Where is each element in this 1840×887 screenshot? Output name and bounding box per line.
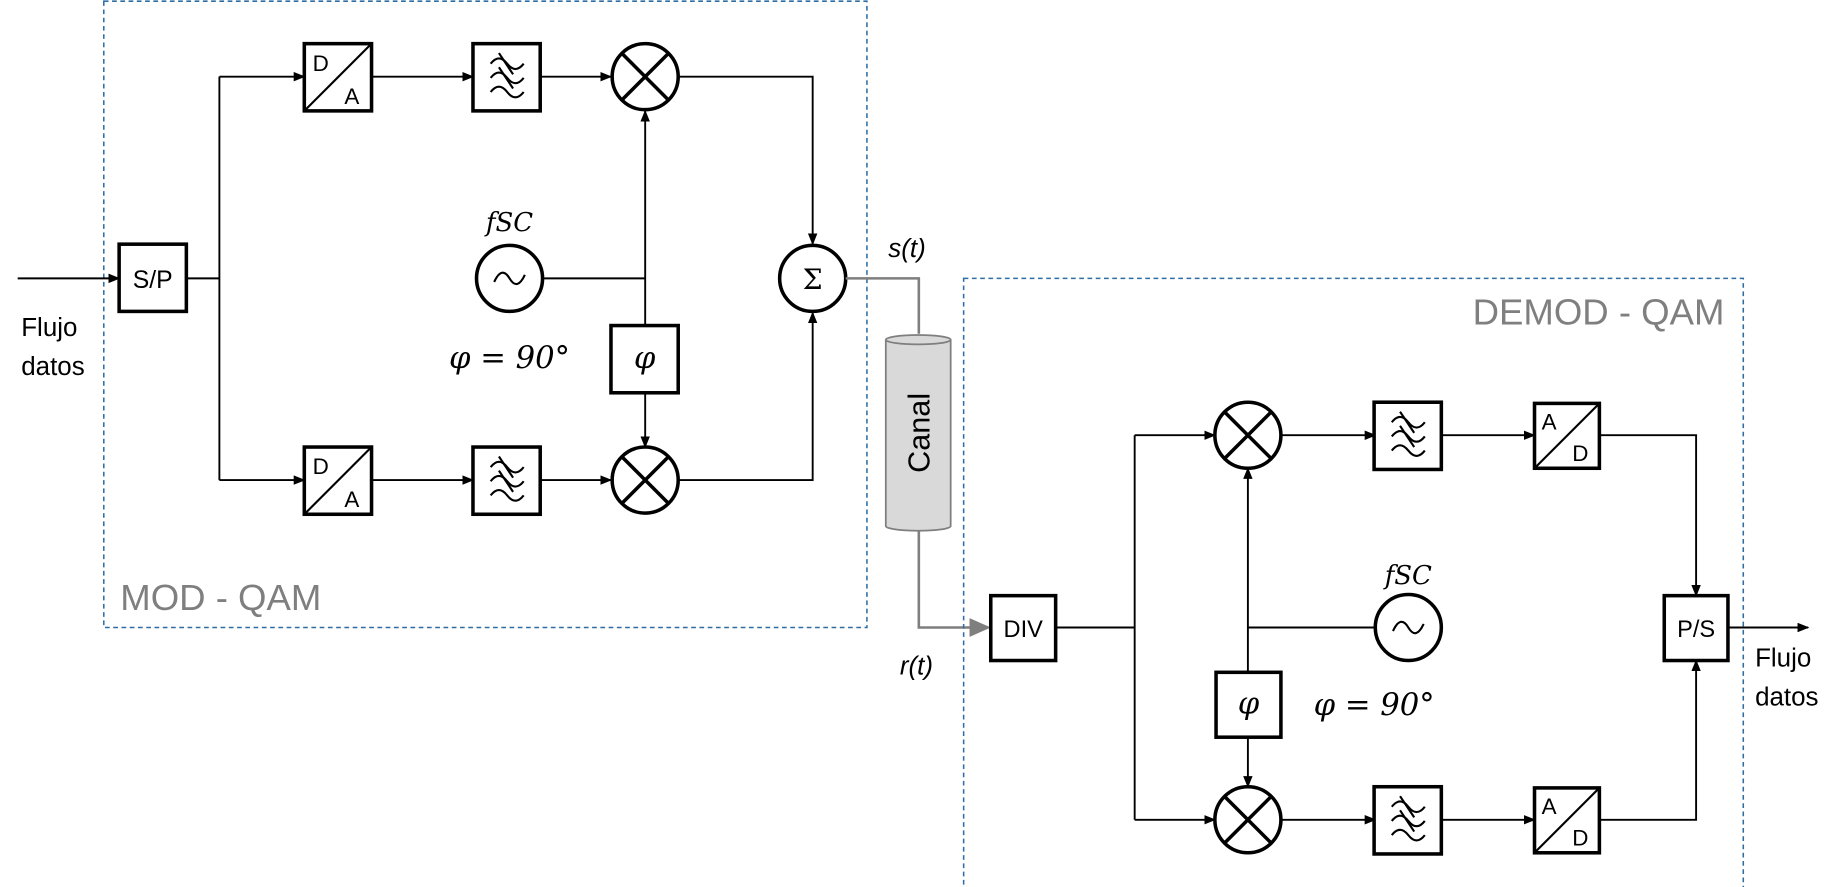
rt-label: r(t) <box>900 653 933 681</box>
mixer-top-icon <box>610 41 680 112</box>
svg-text:D: D <box>313 454 329 479</box>
div-block: DIV <box>989 593 1058 663</box>
svg-text:φ: φ <box>634 341 656 376</box>
ad-converter-bottom: A D <box>1532 786 1602 855</box>
svg-text:P/S: P/S <box>1677 616 1715 642</box>
channel-label: Canal <box>902 393 936 473</box>
wire <box>1599 659 1701 821</box>
svg-text:A: A <box>1542 794 1557 819</box>
input-label-line1: Flujo <box>21 314 77 342</box>
lowpass-filter-icon <box>1372 784 1444 856</box>
lowpass-filter-icon <box>471 41 542 113</box>
svg-text:A: A <box>1542 409 1557 434</box>
oscillator-icon <box>474 243 545 314</box>
svg-text:Σ: Σ <box>803 263 823 296</box>
split-wires <box>186 76 221 481</box>
demod-mixer-bottom-icon <box>1213 784 1283 855</box>
demod-phase-equation: φ = 90° <box>1314 688 1435 723</box>
mod-qam-group <box>103 0 868 629</box>
demod-phase-shifter-block: φ <box>1214 670 1283 739</box>
svg-text:DIV: DIV <box>1004 616 1044 642</box>
ad-converter-top: A D <box>1532 401 1602 471</box>
demod-oscillator-label: fSC <box>1383 561 1432 591</box>
demod-mixer-top-icon <box>1213 400 1283 471</box>
da-converter-bottom: D A <box>302 445 374 517</box>
svg-text:D: D <box>1572 441 1588 466</box>
sp-block: S/P <box>117 242 189 314</box>
lowpass-filter-icon <box>471 445 542 517</box>
demod-qam-group <box>962 277 1745 887</box>
phase-shifter-block: φ <box>609 323 680 395</box>
mod-qam-title: MOD - QAM <box>120 577 321 618</box>
wire <box>1055 435 1136 820</box>
lowpass-filter-icon <box>1372 400 1444 472</box>
wire <box>678 311 818 482</box>
wire <box>678 75 818 246</box>
svg-text:φ: φ <box>1238 687 1260 722</box>
svg-text:D: D <box>1572 826 1588 851</box>
svg-text:A: A <box>344 84 359 109</box>
svg-text:A: A <box>344 487 359 512</box>
demod-oscillator-icon <box>1373 592 1444 663</box>
da-converter-top: D A <box>302 41 374 113</box>
channel-cylinder: Canal <box>884 334 952 532</box>
output-label-line2: datos <box>1755 683 1818 711</box>
sp-label: S/P <box>133 267 173 294</box>
wire <box>845 277 921 334</box>
output-label-line1: Flujo <box>1755 644 1811 672</box>
summer-block: Σ <box>777 243 848 314</box>
wire <box>1599 434 1701 597</box>
mixer-bottom-icon <box>610 445 680 515</box>
phase-equation: φ = 90° <box>449 341 570 376</box>
st-label: s(t) <box>888 235 925 263</box>
demod-qam-title: DEMOD - QAM <box>1473 291 1725 332</box>
input-label-line2: datos <box>21 353 84 381</box>
oscillator-label: fSC <box>484 208 533 238</box>
wire <box>917 530 991 637</box>
ps-block: P/S <box>1662 593 1730 663</box>
svg-text:D: D <box>313 51 329 76</box>
